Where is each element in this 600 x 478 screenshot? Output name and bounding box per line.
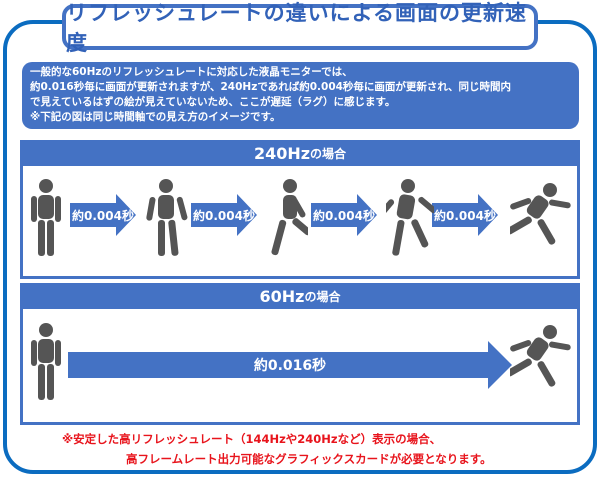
- note-line: ※安定した高リフレッシュレート（144Hzや240Hzなど）表示の場合、: [62, 432, 442, 446]
- description-line: ※下記の図は同じ時間軸での見え方のイメージです。: [30, 111, 281, 123]
- description-line: で見えているはずの絵が見えていないため、ここが遅延（ラグ）に感じます。: [30, 96, 396, 108]
- mannequin-step2-icon: [271, 179, 308, 256]
- mannequin-step1-icon: [146, 179, 188, 256]
- mannequin-standing-icon: [31, 179, 61, 256]
- arrow-0004: 約0.004秒: [311, 194, 377, 236]
- mannequin-standing-icon: [31, 323, 61, 400]
- arrow-0004: 約0.004秒: [191, 194, 257, 236]
- arrow-label: 約0.004秒: [434, 208, 496, 223]
- arrow-label: 約0.004秒: [313, 208, 375, 223]
- arrow-0016: 約0.016秒: [68, 341, 512, 389]
- arrow-label: 約0.004秒: [193, 208, 255, 223]
- arrow-0004: 約0.004秒: [70, 194, 136, 236]
- arrow-label: 約0.004秒: [72, 208, 134, 223]
- hz-label: 240Hz: [253, 143, 311, 163]
- description-box: 一般的な60Hzのリフレッシュレートに対応した液晶モニターでは、 約0.016秒…: [22, 62, 579, 129]
- arrow-0004: 約0.004秒: [432, 194, 498, 236]
- mannequin-running-icon: [510, 325, 571, 387]
- note-line: 高フレームレート出力可能なグラフィックスカードが必要となります。: [126, 452, 492, 466]
- hz-label: 60Hz: [259, 286, 305, 306]
- page-title: リフレッシュレートの違いによる画面の更新速度: [62, 1, 538, 55]
- mannequin-running-icon: [510, 183, 571, 245]
- mannequin-step3-icon: [386, 179, 434, 256]
- hz-suffix: の場合: [310, 146, 347, 161]
- description-line: 約0.016秒毎に画面が更新されますが、240Hzであれば約0.004秒毎に画面…: [30, 81, 512, 93]
- arrow-label: 約0.016秒: [253, 358, 327, 374]
- hz-suffix: の場合: [304, 289, 341, 304]
- description-line: 一般的な60Hzのリフレッシュレートに対応した液晶モニターでは、: [30, 66, 353, 78]
